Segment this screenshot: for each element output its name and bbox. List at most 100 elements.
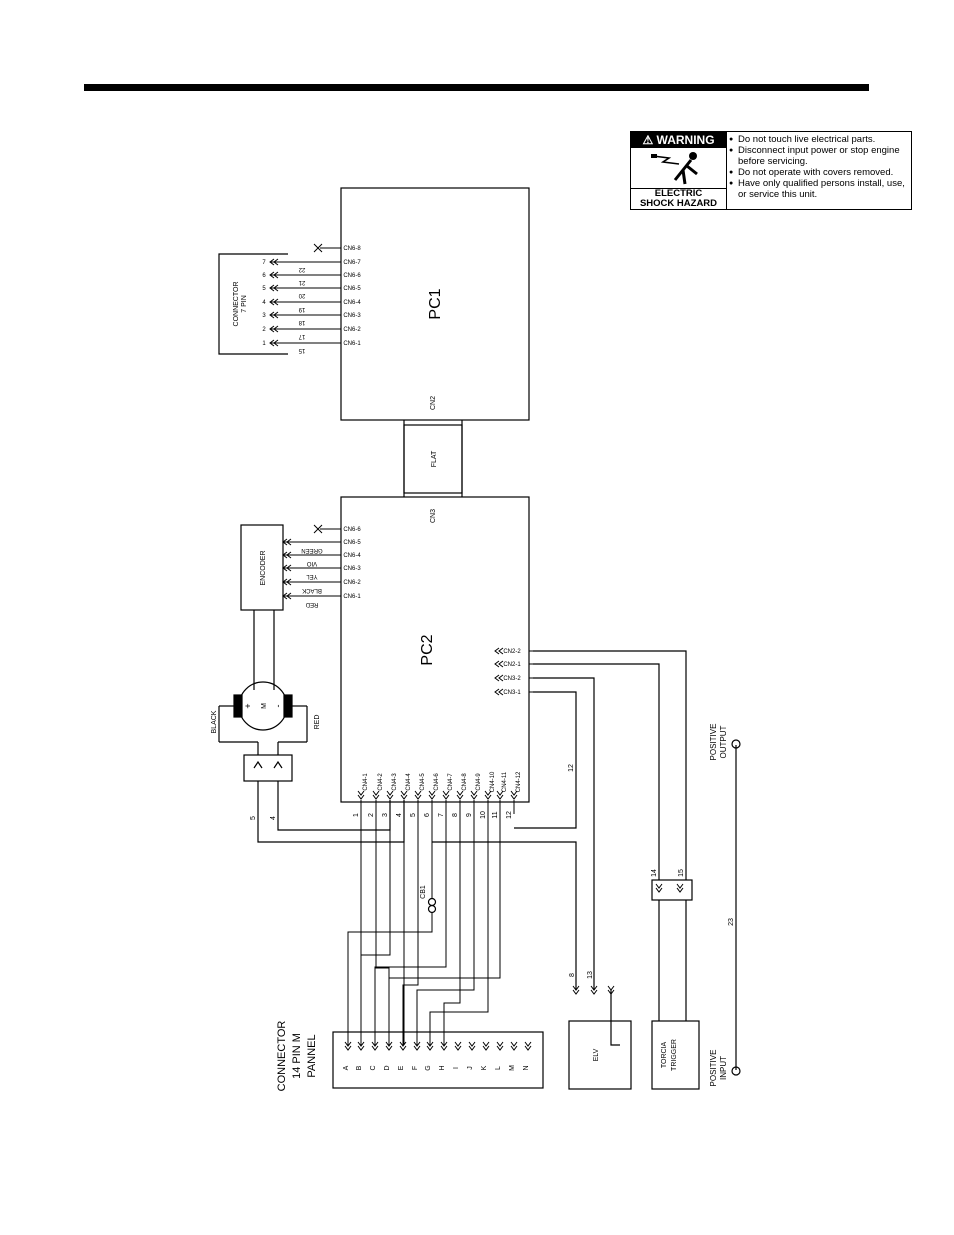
elv-chevron bbox=[607, 989, 615, 995]
torch-wire14-chevron bbox=[655, 887, 663, 893]
connector14-pin-chevron bbox=[496, 1041, 504, 1047]
harness-wire bbox=[375, 814, 390, 1045]
pc1-pin-chevron bbox=[269, 311, 275, 319]
connector14-pin-label: H bbox=[439, 1065, 446, 1070]
pc2-bottom-pin-label: CN4-5 bbox=[420, 773, 426, 791]
wire-15-label: 15 bbox=[678, 869, 685, 877]
connector7-pin-label: 6 bbox=[262, 273, 266, 279]
warning-title-text: WARNING bbox=[656, 133, 715, 147]
pc2-right-chevron bbox=[498, 647, 504, 655]
harness-wire bbox=[374, 814, 447, 1045]
torch-plug bbox=[651, 879, 693, 901]
pc2-bottom-wire-label: 7 bbox=[438, 813, 445, 817]
pc2-right-chevron bbox=[498, 660, 504, 668]
pc1-pin-chevron bbox=[269, 298, 275, 306]
elv-wire8-chevron bbox=[572, 989, 580, 995]
motor-black-label: BLACK bbox=[211, 710, 218, 733]
pc1-pin-chevron bbox=[269, 284, 275, 292]
pc2-bottom-chevron bbox=[386, 794, 394, 800]
torch-label-line2: TRIGGER bbox=[671, 1039, 678, 1071]
connector14-pin-chevron bbox=[510, 1045, 518, 1051]
torch-label-line1: TORCIA bbox=[661, 1042, 668, 1069]
pc2-enc-pin-label: CN6-2 bbox=[343, 580, 361, 586]
pc1-pin-label: CN6-3 bbox=[343, 313, 361, 319]
pc2-board bbox=[340, 496, 530, 803]
connector14-pin-chevron bbox=[468, 1045, 476, 1051]
pc2-bottom-chevron bbox=[428, 790, 436, 796]
pc2-enc-pin-label: CN6-6 bbox=[343, 527, 361, 533]
pc2-right-chevron bbox=[494, 647, 500, 655]
pc2-right-chevron bbox=[498, 674, 504, 682]
connector14-pin-chevron bbox=[468, 1041, 476, 1047]
connector14-pin-label: N bbox=[523, 1065, 530, 1070]
pc2-bottom-wire-label: 4 bbox=[396, 813, 403, 817]
positive-input-line2: INPUT bbox=[719, 1056, 728, 1080]
elv-wire8-chevron bbox=[572, 985, 580, 991]
elv-wire13-chevron bbox=[590, 985, 598, 991]
connector7-pin-label: 3 bbox=[262, 313, 266, 319]
electric-shock-icon bbox=[651, 152, 698, 185]
connector14-pin-chevron bbox=[344, 1041, 352, 1047]
connector14-pin-chevron bbox=[524, 1045, 532, 1051]
pc1-pin-label: CN6-1 bbox=[343, 341, 361, 347]
pc1-pin-chevron bbox=[269, 258, 275, 266]
pc2-enc-pin-label: CN6-1 bbox=[343, 594, 361, 600]
harness-wire bbox=[360, 830, 391, 1045]
wire-5-label: 5 bbox=[250, 816, 257, 820]
pc2-bottom-chevron bbox=[442, 790, 450, 796]
connector14-title-line2: 14 PIN M bbox=[291, 1033, 303, 1079]
positive-input-line1: POSITIVE bbox=[709, 1050, 718, 1087]
encoder-pin-chevron bbox=[282, 538, 288, 546]
pc2-bottom-wire-label: 10 bbox=[480, 811, 487, 819]
pc1-pin-label: CN6-7 bbox=[343, 260, 361, 266]
pc2-bottom-chevron bbox=[456, 794, 464, 800]
torch-wire14-chevron bbox=[655, 883, 663, 889]
connector14-pin-chevron bbox=[357, 1045, 365, 1051]
pc2-bottom-chevron bbox=[386, 790, 394, 796]
pc1-pin-chevron bbox=[273, 271, 279, 279]
connector7-sublabel: 7 PIN bbox=[241, 295, 248, 313]
encoder-wire-label: BLACK bbox=[302, 587, 322, 593]
connector14-pin-label: G bbox=[425, 1065, 432, 1070]
connector14-title-line3: PANNEL bbox=[306, 1034, 318, 1077]
encoder-pin-chevron bbox=[286, 592, 292, 600]
pc2-bottom-wire-label: 9 bbox=[466, 813, 473, 817]
pc1-pin-label: CN6-6 bbox=[343, 273, 361, 279]
pc2-bottom-chevron bbox=[510, 794, 518, 800]
pc1-pin-chevron bbox=[269, 271, 275, 279]
encoder-wire-label: VIO bbox=[307, 560, 318, 566]
connector14-pin-label: A bbox=[343, 1065, 350, 1070]
pc2-bottom-chevron bbox=[414, 790, 422, 796]
positive-output-terminal bbox=[731, 739, 741, 749]
connector14-pin-chevron bbox=[371, 1041, 379, 1047]
connector14-pin-label: L bbox=[495, 1066, 502, 1070]
connector14-pin-chevron bbox=[399, 1041, 407, 1047]
connector14-pin-label: I bbox=[453, 1067, 460, 1069]
motor-m-label: M bbox=[261, 703, 268, 709]
pc2-bottom-pin-label: CN4-11 bbox=[502, 771, 508, 792]
connector14-pin-chevron bbox=[440, 1045, 448, 1051]
pc2-bottom-pin-label: CN4-9 bbox=[476, 773, 482, 791]
pc1-pin-chevron bbox=[269, 339, 275, 347]
pc2-bottom-chevron bbox=[470, 790, 478, 796]
pc2-bottom-pin-label: CN4-4 bbox=[406, 773, 412, 791]
connector14-pin-label: E bbox=[398, 1065, 405, 1070]
pc2-right-pin-label: CN3-1 bbox=[503, 690, 521, 696]
pc2-bottom-wire-label: 3 bbox=[382, 813, 389, 817]
harness-wire bbox=[347, 913, 433, 1045]
pc2-bottom-chevron bbox=[496, 790, 504, 796]
connector14-pin-label: D bbox=[384, 1065, 391, 1070]
motor-plus-label: + bbox=[243, 703, 253, 708]
connector14-pin-label: K bbox=[481, 1065, 488, 1070]
pc2-bottom-pin-label: CN4-1 bbox=[363, 773, 369, 791]
warning-title: ⚠ WARNING bbox=[631, 132, 726, 148]
connector-14pin-box bbox=[332, 1031, 544, 1089]
pc2-bottom-chevron bbox=[372, 794, 380, 800]
pc2-bottom-chevron bbox=[496, 794, 504, 800]
pc1-wire-label: 18 bbox=[298, 319, 305, 325]
connector14-pin-chevron bbox=[482, 1041, 490, 1047]
pc2-right-chevron bbox=[494, 688, 500, 696]
cb1-label: CB1 bbox=[420, 885, 427, 899]
header-rule bbox=[84, 84, 869, 91]
positive-output-line2: OUTPUT bbox=[719, 725, 728, 758]
